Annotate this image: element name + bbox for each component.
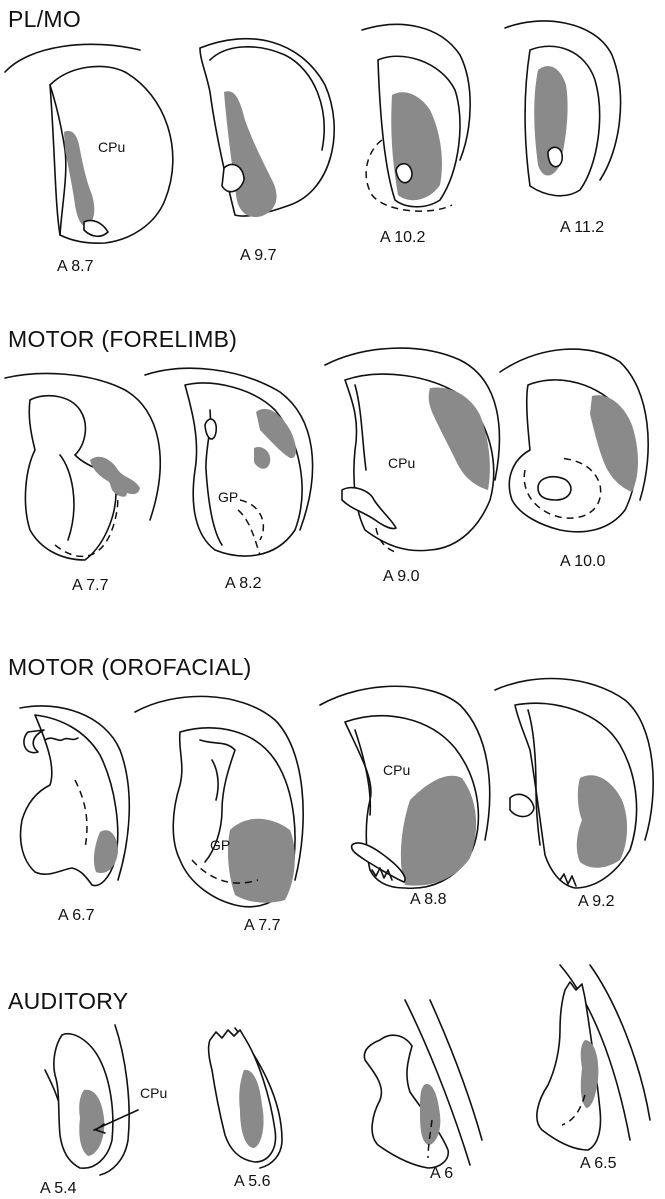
panel-label-a9-2: A 9.2 — [578, 893, 615, 910]
section-a5-4: CPu A 5.4 — [40, 1025, 167, 1197]
section-a10-0: A 10.0 — [500, 349, 648, 570]
region-label-gp: GP — [210, 837, 230, 853]
panel-label-a8-7: A 8.7 — [57, 258, 94, 275]
region-label-cpu: CPu — [388, 455, 415, 471]
panel-label-a6-7: A 6.7 — [58, 907, 95, 924]
section-a7-7-orofacial: GP A 7.7 — [135, 696, 303, 934]
section-a8-2: GP A 8.2 — [145, 368, 313, 592]
panel-label-a7-7-orofacial: A 7.7 — [244, 917, 281, 934]
panel-label-a8-8: A 8.8 — [410, 891, 447, 908]
section-a6-7: A 6.7 — [20, 706, 129, 924]
panel-label-a5-6: A 5.6 — [234, 1173, 271, 1190]
panel-label-a8-2: A 8.2 — [225, 575, 262, 592]
section-a9-2: A 9.2 — [495, 679, 653, 910]
section-a7-7: A 7.7 — [5, 374, 160, 594]
panel-label-a6: A 6 — [430, 1165, 453, 1182]
panel-label-a10-0: A 10.0 — [560, 553, 605, 570]
panel-label-a9-0: A 9.0 — [383, 568, 420, 585]
panel-label-a5-4: A 5.4 — [40, 1180, 77, 1197]
section-a9-7: A 9.7 — [200, 39, 334, 264]
section-a11-2: A 11.2 — [505, 21, 621, 236]
section-a6-5: A 6.5 — [537, 965, 650, 1172]
section-a9-0: CPu A 9.0 — [325, 348, 499, 585]
region-label-cpu: CPu — [140, 1085, 167, 1101]
panel-label-a6-5: A 6.5 — [580, 1155, 617, 1172]
panel-label-a7-7: A 7.7 — [72, 577, 109, 594]
panel-label-a11-2: A 11.2 — [560, 219, 604, 236]
section-a8-7: CPu A 8.7 — [5, 44, 173, 275]
section-a10-2: A 10.2 — [362, 24, 470, 246]
panel-label-a9-7: A 9.7 — [240, 247, 277, 264]
region-label-cpu: CPu — [383, 762, 410, 778]
panel-label-a10-2: A 10.2 — [380, 229, 425, 246]
section-a5-6: A 5.6 — [209, 1028, 282, 1190]
section-a8-8: CPu A 8.8 — [320, 686, 490, 908]
region-label-cpu: CPu — [98, 139, 125, 155]
section-a6: A 6 — [364, 1000, 482, 1182]
region-label-gp: GP — [218, 489, 238, 505]
